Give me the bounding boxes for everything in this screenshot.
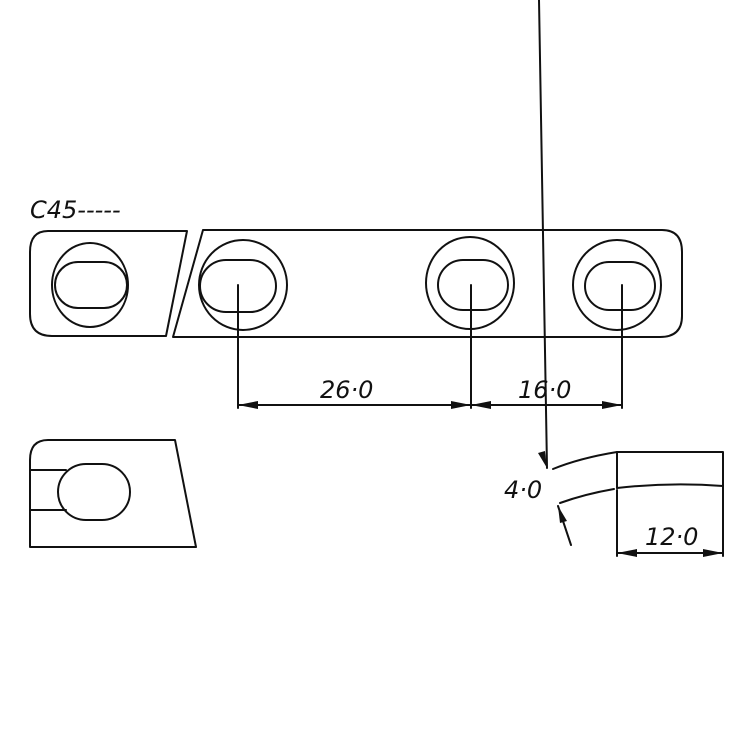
end-piece-view — [29, 439, 197, 548]
dimension-thickness: 4·0 — [504, 476, 542, 504]
hole-4 — [572, 239, 662, 331]
dimension-width: 12·0 — [645, 523, 698, 551]
chamfer-label: C45----- — [30, 196, 121, 224]
hole-2 — [198, 239, 288, 331]
end-piece-hole — [29, 463, 131, 521]
dimension-lines — [237, 284, 623, 409]
dimension-26: 26·0 — [320, 376, 373, 404]
plate-left-segment — [29, 230, 188, 337]
hole-1 — [51, 242, 129, 328]
plate-main-segment — [172, 229, 683, 338]
section-detail — [538, 0, 724, 557]
